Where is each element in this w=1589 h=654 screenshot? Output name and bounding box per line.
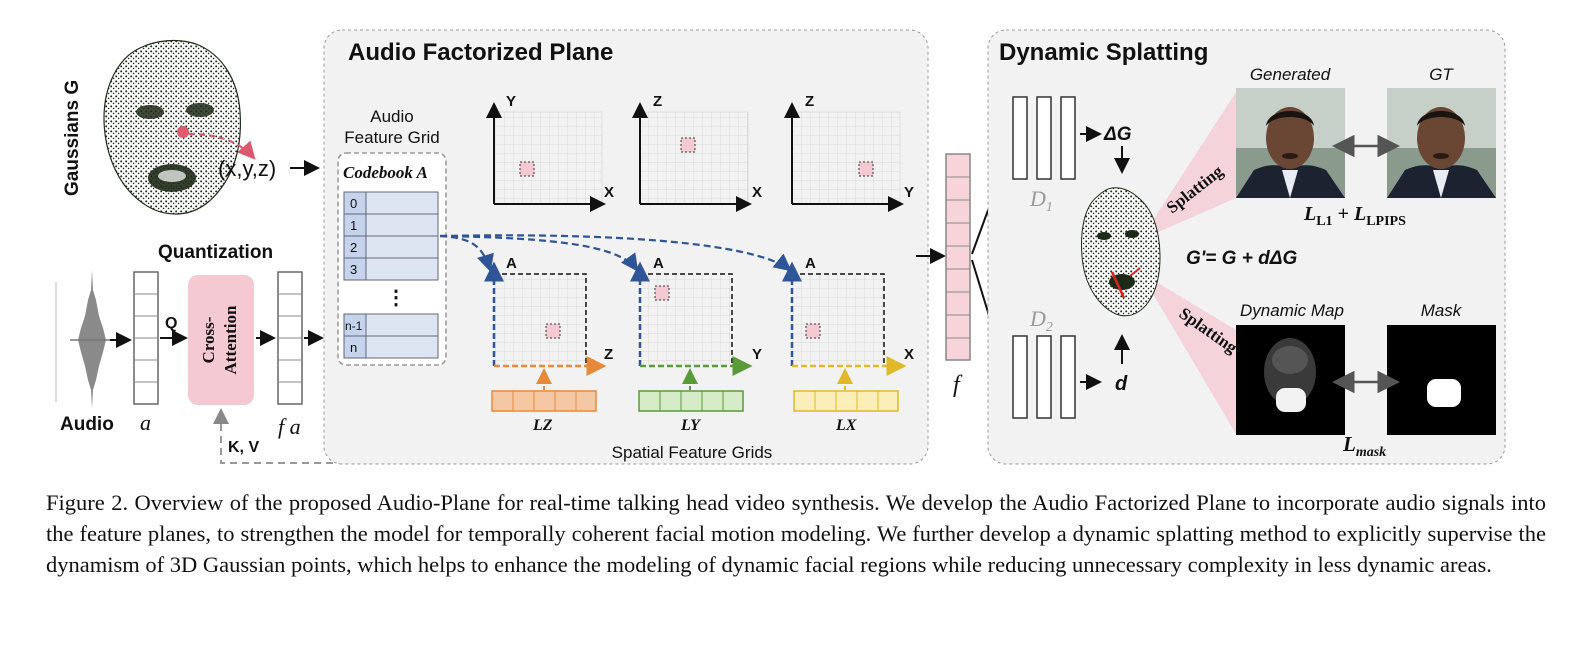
architecture-figure: Gaussians G (x,y,z) Quantization Audio a… [55,29,1506,465]
svg-text:LY: LY [680,417,701,434]
svg-text:n: n [350,340,357,355]
svg-text:1: 1 [350,218,357,233]
vector-lx: LX [793,368,899,434]
codebook-row: n-1 [343,313,439,337]
codebook-row: 1 [343,213,439,237]
svg-text:3: 3 [350,262,357,277]
codebook: Codebook A 0 1 2 3 ⋮ n-1 [337,152,447,366]
vector-lz: LZ [491,368,597,434]
svg-text:0: 0 [350,196,357,211]
svg-text:A: A [805,255,816,272]
codebook-row: 0 [343,191,439,215]
cross-attention-block: Cross- Attention [188,275,254,405]
gt-label: GT [1429,65,1454,84]
grid-title-line-1: Audio [370,107,413,126]
svg-text:Z: Z [604,346,613,363]
gt-image [1387,88,1496,198]
figure-caption: Figure 2. Overview of the proposed Audio… [46,490,1546,577]
codebook-row: 3 [343,257,439,281]
plane-xy: Y X [486,93,614,212]
mask-image [1387,325,1496,435]
gaussians-label: Gaussians G [62,80,83,196]
svg-text:Z: Z [653,93,662,110]
gaussian-head-image [103,39,256,215]
svg-text:Y: Y [904,184,914,201]
gaussian-update-label: G'= G + dΔG [1186,248,1297,269]
svg-text:2: 2 [350,240,357,255]
q-label: Q [165,315,177,332]
audio-vector-a [133,271,159,405]
fa-vector [277,271,303,405]
fa-label: f a [278,414,301,439]
plane-yz: Z Y [784,93,914,212]
svg-text:LX: LX [835,417,857,434]
loss-bottom: Lmask [1342,432,1386,460]
f-label: f [953,372,963,398]
svg-text:X: X [604,184,614,201]
dynamic-map-image [1236,325,1345,435]
f-vector [945,153,971,361]
grid-title-line-2: Feature Grid [344,128,439,147]
dynamic-gaussian-head [1081,187,1161,317]
plane-xz: Z X [632,93,762,212]
svg-text:Y: Y [506,93,516,110]
plane-ay: A Y [630,255,762,376]
svg-text:Y: Y [752,346,762,363]
dynamic-map-label: Dynamic Map [1240,301,1344,320]
generated-label: Generated [1250,65,1331,84]
decoder-d2 [1012,335,1076,419]
plane-az: A Z [484,255,613,376]
audio-factorized-plane-panel [323,29,929,465]
loss-top: LL1 + LLPIPS [1303,203,1406,229]
d-label: d [1115,373,1128,395]
kv-label: K, V [228,439,259,456]
plane-ax: A X [782,255,914,376]
splatting-beams [1140,92,1236,434]
svg-text:X: X [752,184,762,201]
xyz-label: (x,y,z) [218,156,276,181]
quantization-label: Quantization [158,242,273,263]
svg-text:Z: Z [805,93,814,110]
generated-image [1236,88,1345,198]
codebook-title: Codebook A [343,163,428,182]
vector-ly: LY [638,368,744,434]
svg-text:X: X [904,346,914,363]
audio-plane-title: Audio Factorized Plane [348,39,613,66]
audio-label: Audio [60,414,114,435]
codebook-ellipsis: ⋮ [386,287,406,309]
decoder-d1 [1012,96,1076,180]
svg-text:A: A [653,255,664,272]
spatial-feature-grids-label: Spatial Feature Grids [612,443,773,462]
svg-text:A: A [506,255,517,272]
delta-g-label: ΔG [1103,124,1132,145]
codebook-row: n [343,335,439,359]
a-label: a [140,410,151,435]
svg-text:LZ: LZ [532,417,553,434]
svg-text:n-1: n-1 [345,319,363,333]
dynamic-splatting-title: Dynamic Splatting [999,39,1208,66]
cross-attention-line-1: Cross- [199,316,218,363]
mask-label: Mask [1421,301,1463,320]
audio-waveform [55,270,114,408]
cross-attention-line-2: Attention [221,305,240,374]
codebook-row: 2 [343,235,439,259]
